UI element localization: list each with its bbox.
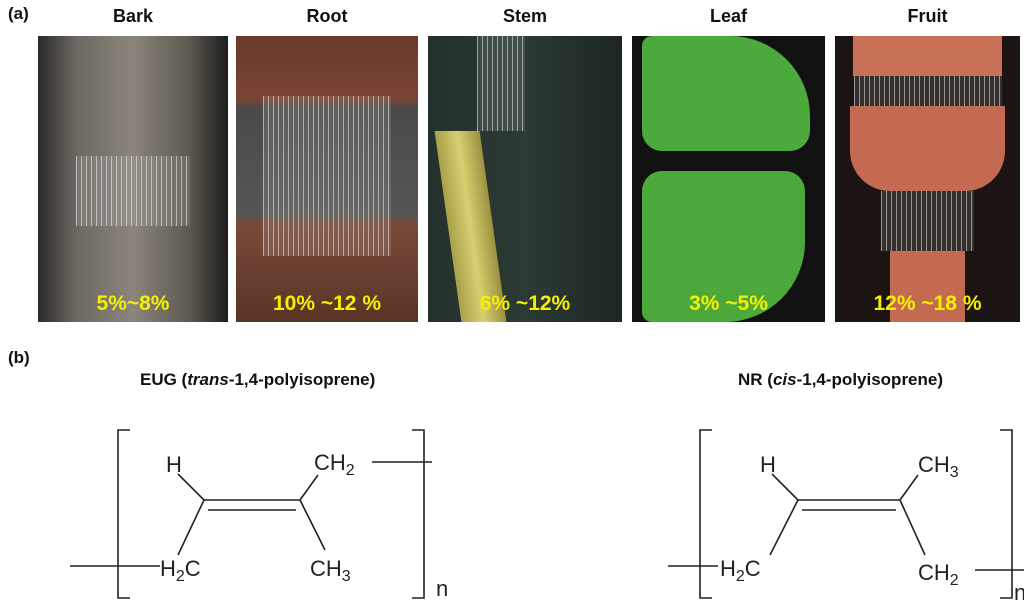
eug-title-suffix: -1,4-polyisoprene) (228, 370, 376, 389)
atom-h2c: H2C (160, 556, 201, 585)
content-root: 10% ~12 % (273, 292, 381, 315)
sample-title-stem: Stem (502, 6, 547, 26)
bond (299, 474, 319, 501)
eug-title: EUG (trans-1,4-polyisoprene) (140, 370, 375, 390)
nr-atoms: H CH3 H2C CH2 n (720, 452, 1024, 605)
repeat-n: n (1014, 580, 1024, 605)
rubber-fibers (76, 156, 190, 226)
atom-ch2: CH2 (314, 450, 355, 479)
leaf-photo: 3% ~5% (632, 36, 825, 322)
rubber-fibers (853, 76, 1002, 106)
atom-ch3: CH3 (310, 556, 351, 585)
root-photo: 10% ~12 % (236, 36, 418, 322)
eug-atoms: H CH2 H2C CH3 n (160, 450, 448, 601)
bond (177, 473, 205, 501)
leaf-lower (642, 171, 805, 322)
content-stem: 6% ~12% (479, 292, 571, 315)
atom-h: H (166, 452, 182, 477)
sample-title-leaf: Leaf (709, 6, 747, 26)
sample-title-bark: Bark (112, 6, 154, 26)
eug-structure (70, 429, 432, 599)
nr-title-suffix: -1,4-polyisoprene) (796, 370, 944, 389)
bond (899, 499, 926, 556)
bond (771, 473, 799, 501)
bond (769, 499, 799, 556)
bracket-right (1000, 429, 1013, 599)
nr-title-italic: cis (772, 370, 797, 389)
repeat-n: n (436, 576, 448, 601)
stem-photo: 6% ~12% (428, 36, 622, 322)
fruit-photo: 12% ~18 % (835, 36, 1020, 322)
content-bark: 5%~8% (96, 292, 170, 315)
nr-structure (668, 429, 1024, 599)
rubber-fibers (476, 36, 525, 131)
rubber-fibers (881, 191, 974, 251)
eug-title-italic: trans (187, 370, 229, 389)
fruit-top (853, 36, 1002, 76)
panel-a-label: (a) (8, 4, 29, 23)
sample-title-root: Root (306, 6, 348, 26)
nr-title-prefix: NR ( (738, 370, 773, 389)
content-leaf: 3% ~5% (689, 292, 768, 315)
nr-title: NR (cis-1,4-polyisoprene) (738, 370, 943, 390)
rubber-fibers (263, 96, 391, 256)
content-fruit: 12% ~18 % (873, 292, 982, 315)
leaf-upper (642, 36, 810, 151)
sample-title-fruit: Fruit (907, 6, 948, 26)
bond (299, 499, 326, 551)
fruit-middle (850, 106, 1005, 191)
atom-ch2: CH2 (918, 560, 959, 589)
panel-b-label: (b) (8, 348, 30, 367)
fruit-bottom (890, 251, 965, 322)
atom-ch3: CH3 (918, 452, 959, 481)
bond (899, 474, 919, 501)
bond (177, 499, 205, 556)
bracket-left (117, 429, 130, 599)
atom-h: H (760, 452, 776, 477)
bark-photo: 5%~8% (38, 36, 228, 322)
eug-title-prefix: EUG ( (140, 370, 188, 389)
bracket-left (699, 429, 712, 599)
bracket-right (412, 429, 425, 599)
atom-h2c: H2C (720, 556, 761, 585)
